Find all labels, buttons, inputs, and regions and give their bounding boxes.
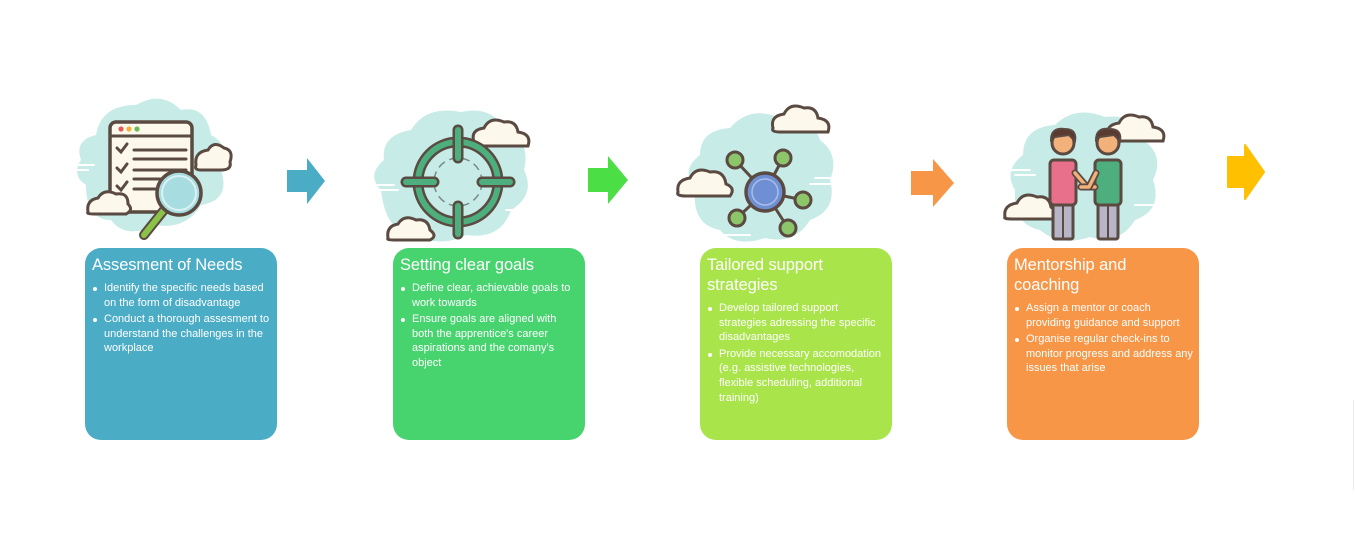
step-card-assessment-of-needs: Assesment of Needs Identify the specific…: [85, 248, 277, 440]
bullet-text: Identify the specific needs based on the…: [104, 282, 264, 309]
bullet-dot-icon: [93, 287, 97, 291]
step-title: Assesment of Needs: [92, 256, 243, 274]
arrow-3-shape: [911, 159, 954, 207]
step-bullet: Define clear, achievable goals to work t…: [400, 281, 579, 310]
step-bullet: Develop tailored support strategies adre…: [707, 301, 886, 345]
step-title: Mentorship and coaching: [1014, 256, 1127, 294]
step-title: Setting clear goals: [400, 256, 534, 274]
bullet-dot-icon: [708, 307, 712, 311]
arrow-right-icon: [1227, 143, 1267, 203]
arrow-right-icon: [588, 156, 630, 204]
step-bullet: Ensure goals are aligned with both the a…: [400, 312, 579, 370]
step-bullet: Conduct a thorough assesment to understa…: [92, 312, 271, 356]
bullet-dot-icon: [1015, 307, 1019, 311]
target-crosshair-icon: [366, 100, 541, 245]
bullet-dot-icon: [1015, 338, 1019, 343]
step-card-setting-clear-goals: Setting clear goals Define clear, achiev…: [393, 248, 585, 440]
step-card-mentorship-and-coaching: Mentorship and coaching Assign a mentor …: [1007, 248, 1199, 440]
bullet-dot-icon: [708, 352, 712, 357]
bullet-text: Provide necessary accomodation (e.g. ass…: [719, 347, 882, 404]
step-bullet-list: Define clear, achievable goals to work t…: [400, 281, 579, 371]
step-bullet: Identify the specific needs based on the…: [92, 281, 271, 310]
arrow-2-shape: [588, 156, 628, 204]
right-edge-divider: [1353, 400, 1354, 490]
bullet-text: Develop tailored support strategies adre…: [719, 302, 876, 344]
network-hub-icon: [670, 100, 845, 245]
step-bullet: Provide necessary accomodation (e.g. ass…: [707, 347, 886, 405]
bullet-text: Ensure goals are aligned with both the a…: [412, 313, 557, 369]
step-card-tailored-support-strategies: Tailored support strategies Develop tail…: [700, 248, 892, 440]
handshake-people-icon: [995, 105, 1170, 245]
arrow-right-icon: [287, 158, 327, 204]
bullet-text: Assign a mentor or coach providing guida…: [1026, 302, 1180, 329]
bullet-dot-icon: [401, 287, 405, 291]
arrow-4-shape: [1227, 144, 1265, 200]
step-bullet: Assign a mentor or coach providing guida…: [1014, 301, 1193, 330]
bullet-text: Conduct a thorough assesment to understa…: [104, 313, 270, 355]
step-bullet-list: Develop tailored support strategies adre…: [707, 301, 886, 405]
step-bullet: Organise regular check-ins to monitor pr…: [1014, 332, 1193, 376]
step-bullet-list: Identify the specific needs based on the…: [92, 281, 271, 356]
bullet-text: Define clear, achievable goals to work t…: [412, 282, 571, 309]
step-bullet-list: Assign a mentor or coach providing guida…: [1014, 301, 1193, 376]
bullet-dot-icon: [93, 318, 97, 323]
checklist-magnifier-icon: [66, 90, 236, 245]
step-title: Tailored support strategies: [707, 256, 823, 294]
arrow-1-shape: [287, 158, 325, 204]
arrow-right-icon: [911, 159, 955, 207]
bullet-text: Organise regular check-ins to monitor pr…: [1026, 333, 1193, 375]
bullet-dot-icon: [401, 318, 405, 323]
